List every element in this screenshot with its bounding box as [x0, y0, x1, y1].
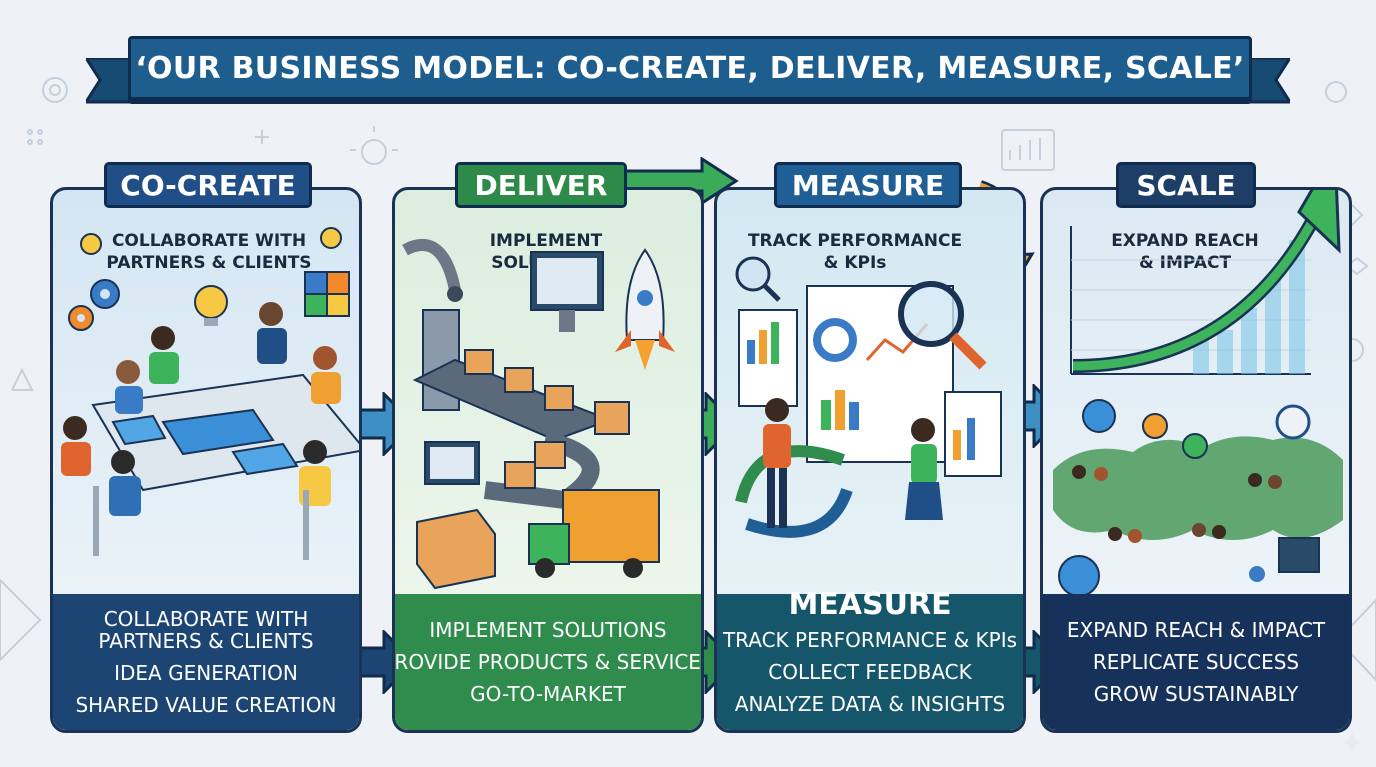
tablet-icon	[111, 414, 167, 446]
gear-icon	[1325, 81, 1347, 103]
measure-subtitle: TRACK PERFORMANCE & KPIs	[747, 231, 963, 273]
deliver-list: IMPLEMENT SOLUTIONS PROVIDE PRODUCTS & S…	[395, 594, 701, 730]
lightbulb-icon	[320, 227, 342, 249]
package-icon	[544, 385, 574, 411]
magnifier-icon	[898, 281, 987, 370]
monitor-icon	[530, 251, 604, 332]
world-map-icon	[1053, 436, 1343, 540]
measure-list: MEASURE TRACK PERFORMANCE & KPIs COLLECT…	[717, 587, 1023, 730]
deliver-illustration	[402, 239, 675, 590]
growth-arrow-icon	[1070, 190, 1341, 375]
sparkle-icon	[1340, 730, 1364, 754]
measure-badge: MEASURE	[774, 162, 962, 208]
location-pin-icon	[1182, 433, 1208, 459]
lightbulb-icon	[80, 233, 102, 255]
list-item: COLLECT FEEDBACK	[768, 660, 972, 684]
scale-list: EXPAND REACH & IMPACT REPLICATE SUCCESS …	[1043, 594, 1349, 730]
panel-deliver: IMPLEMENT SOLUTIONS	[392, 187, 704, 733]
location-pin-icon	[1142, 413, 1168, 439]
cocreate-subtitle: COLLABORATE WITH PARTNERS & CLIENTS	[106, 231, 312, 273]
lightbulb-icon	[361, 139, 387, 165]
list-item: PARTNERS & CLIENTS	[98, 629, 314, 653]
measure-heading: MEASURE	[788, 587, 952, 622]
list-item: IDEA GENERATION	[114, 661, 298, 685]
cocreate-badge: CO-CREATE	[104, 162, 312, 208]
globe-icon	[1058, 555, 1100, 597]
scale-badge: SCALE	[1116, 162, 1256, 208]
package-icon	[504, 461, 536, 489]
page-title: ‘OUR BUSINESS MODEL: CO-CREATE, DELIVER,…	[135, 50, 1245, 86]
title-banner: ‘OUR BUSINESS MODEL: CO-CREATE, DELIVER,…	[128, 36, 1252, 100]
rocket-icon	[615, 248, 675, 370]
globe-icon	[1275, 404, 1311, 440]
dashboard-icon	[738, 309, 798, 407]
deliver-badge: DELIVER	[455, 162, 627, 208]
cocreate-illustration	[61, 227, 359, 560]
package-icon	[594, 401, 630, 435]
lightbulb-icon	[194, 285, 228, 326]
panel-cocreate: COLLABORATE WITH PARTNERS & CLIENTS COLL…	[50, 187, 362, 733]
globe-icon	[1082, 399, 1116, 433]
list-item: PROVIDE PRODUCTS & SERVICES	[392, 650, 704, 674]
scale-subtitle: EXPAND REACH & IMPACT	[1111, 231, 1259, 273]
list-item: EXPAND REACH & IMPACT	[1066, 618, 1326, 642]
magnifier-icon	[735, 256, 781, 302]
puzzle-icon	[304, 271, 350, 317]
list-item: COLLABORATE WITH	[103, 607, 309, 631]
panel-scale: EXPAND REACH & IMPACT	[1040, 187, 1352, 733]
measure-illustration	[735, 256, 1002, 538]
tablet-icon	[161, 408, 275, 456]
list-item: GO-TO-MARKET	[470, 682, 626, 706]
package-icon	[416, 508, 496, 590]
gear-icon	[42, 77, 68, 103]
list-item: SHARED VALUE CREATION	[75, 693, 337, 717]
package-icon	[504, 367, 534, 393]
cocreate-list: COLLABORATE WITH PARTNERS & CLIENTS IDEA…	[53, 594, 359, 730]
package-icon	[534, 441, 566, 469]
truck-icon	[528, 489, 660, 578]
tablet-icon	[231, 442, 299, 476]
monitor-icon	[424, 441, 480, 485]
list-item: ANALYZE DATA & INSIGHTS	[734, 692, 1006, 716]
list-item: IMPLEMENT SOLUTIONS	[429, 618, 667, 642]
package-icon	[464, 349, 494, 375]
panel-measure: TRACK PERFORMANCE & KPIs	[714, 187, 1026, 733]
dashboard-icon	[944, 391, 1002, 477]
list-item: GROW SUSTAINABLY	[1093, 682, 1299, 706]
gear-icon	[68, 305, 94, 331]
cycle-arrows-icon	[735, 445, 853, 538]
list-item: TRACK PERFORMANCE & KPIs	[722, 628, 1018, 652]
scale-illustration	[1053, 190, 1343, 597]
gear-icon	[90, 279, 120, 309]
list-item: REPLICATE SUCCESS	[1092, 650, 1300, 674]
